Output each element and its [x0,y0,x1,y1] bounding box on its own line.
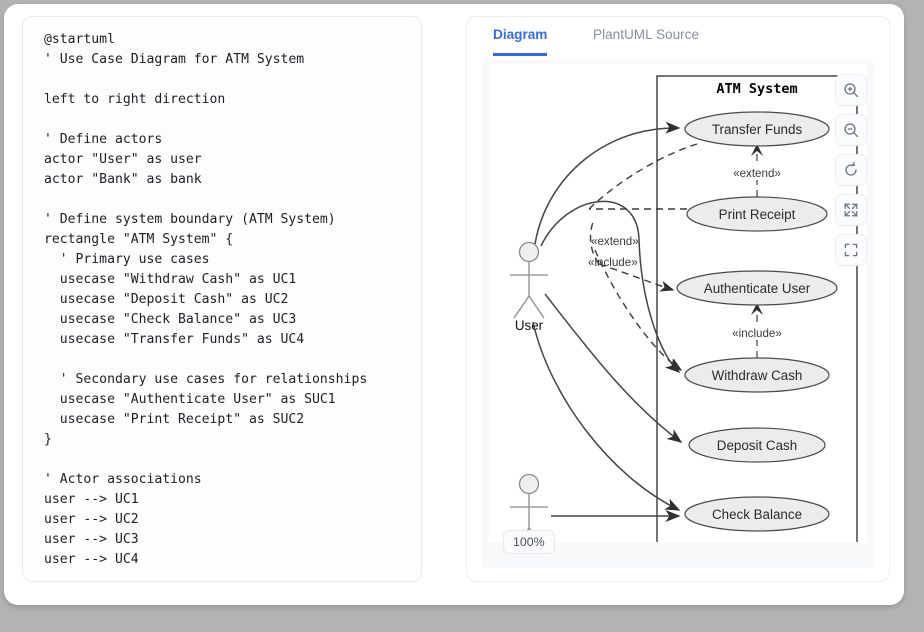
use-case-check-balance[interactable]: Check Balance [684,496,830,532]
diagram-preview-pane: Diagram PlantUML Source [466,16,890,582]
edge-print-receipt-extend [588,143,698,210]
use-case-print-receipt[interactable]: Print Receipt [686,196,828,232]
stereotype-extend-floating: «extend» [591,235,639,248]
zoom-out-icon[interactable] [835,114,867,146]
use-case-authenticate-user[interactable]: Authenticate User [676,270,838,306]
use-case-label: Print Receipt [719,207,796,222]
use-case-label: Check Balance [712,507,802,522]
stereotype-include-vertical: «include» [732,327,782,340]
system-boundary-title: ATM System [716,81,797,97]
diagram-view-controls [835,74,869,274]
use-case-label: Authenticate User [704,281,811,296]
use-case-label: Deposit Cash [717,438,797,453]
preview-tabbar: Diagram PlantUML Source [467,17,889,57]
edge-user-transfer-funds [534,121,681,245]
zoom-level-indicator[interactable]: 100% [503,530,555,554]
edge-user-authenticate-include [598,263,675,292]
fit-to-screen-icon[interactable] [835,194,867,226]
tab-plantuml-source[interactable]: PlantUML Source [593,27,700,42]
edge-user-withdraw-cash [540,200,681,373]
edge-user-check-balance [532,321,681,511]
fullscreen-icon[interactable] [835,234,867,266]
reset-zoom-icon[interactable] [835,154,867,186]
actor-user[interactable]: User [510,241,548,334]
actor-user-label: User [515,318,544,333]
relationship-include-vertical: «include» [719,303,795,358]
use-case-withdraw-cash[interactable]: Withdraw Cash [684,357,830,393]
diagram-viewport[interactable]: ATM System User [481,60,875,568]
edge-user-withdraw-extend [594,249,683,371]
association-edges [532,121,683,522]
use-case-label: Withdraw Cash [712,368,803,383]
tab-diagram[interactable]: Diagram [493,27,548,56]
zoom-in-icon[interactable] [835,74,867,106]
extend-include-edges [588,143,698,371]
stereotype-extend-vertical: «extend» [733,167,781,180]
use-case-deposit-cash[interactable]: Deposit Cash [688,427,826,463]
plantuml-source-text[interactable]: @startuml ' Use Case Diagram for ATM Sys… [44,32,368,567]
use-case-diagram-svg: ATM System User [510,75,858,542]
application-window: @startuml ' Use Case Diagram for ATM Sys… [4,4,904,605]
use-case-transfer-funds[interactable]: Transfer Funds [684,111,830,147]
edge-include-tail [589,221,600,265]
plantuml-code-editor[interactable]: @startuml ' Use Case Diagram for ATM Sys… [22,16,422,582]
edge-user-deposit-cash [544,293,683,443]
system-boundary-rectangle: ATM System [656,75,858,542]
diagram-canvas[interactable]: ATM System User [489,64,867,542]
stereotype-include-floating: «include» [588,256,638,269]
use-case-label: Transfer Funds [712,122,803,137]
relationship-extend-vertical: «extend» [721,144,793,197]
